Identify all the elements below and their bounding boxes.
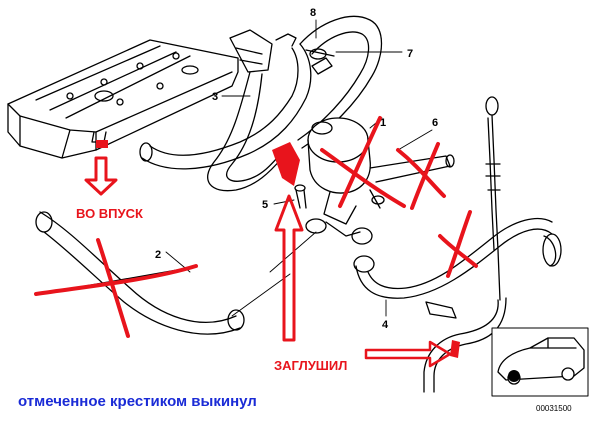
cross-mark-hose-6	[396, 142, 446, 210]
part-number-2: 2	[155, 249, 161, 261]
intake-arrow	[84, 156, 118, 196]
red-annotations: ВО ВПУСК ЗАГЛУШИЛ	[34, 116, 478, 373]
hose-right	[353, 217, 562, 299]
valve-cover	[7, 39, 239, 159]
cross-mark-hose-4	[438, 210, 478, 278]
plug-arrow-right	[364, 340, 452, 368]
plugged-label: ЗАГЛУШИЛ	[274, 358, 347, 373]
part-number-5: 5	[262, 199, 268, 211]
line-art	[7, 15, 589, 397]
dipstick	[423, 96, 507, 393]
plug-marker-right	[450, 340, 460, 358]
part-number-3: 3	[212, 91, 218, 103]
part-number-1: 1	[380, 117, 386, 129]
hose-lower	[35, 211, 245, 335]
hose-upper	[139, 15, 383, 192]
caption: отмеченное крестиком выкинул	[18, 393, 257, 410]
plug-marker	[272, 142, 300, 186]
part-labels: 1 2 3 4 5 6 7 8	[155, 7, 438, 331]
engine-location-dot	[508, 370, 520, 382]
cross-mark-valve	[320, 116, 406, 208]
small-parts	[294, 57, 333, 209]
plug-arrow	[274, 194, 304, 342]
hose-short	[369, 154, 455, 183]
part-number-8: 8	[310, 7, 316, 19]
cross-mark-hose-2	[34, 238, 198, 338]
drawing-code: 00031500	[536, 404, 572, 413]
part-number-7: 7	[407, 48, 413, 60]
car-thumbnail	[491, 327, 589, 397]
part-number-4: 4	[382, 319, 389, 331]
part-number-6: 6	[432, 117, 438, 129]
to-intake-label: ВО ВПУСК	[76, 206, 143, 221]
intake-marker	[96, 140, 108, 148]
